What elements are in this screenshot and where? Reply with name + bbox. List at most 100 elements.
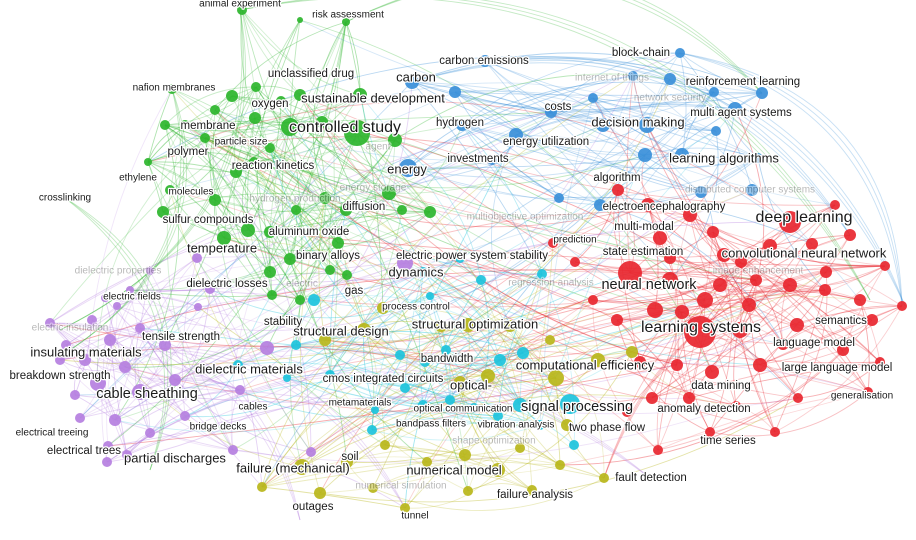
- node[interactable]: [753, 153, 763, 163]
- node[interactable]: [332, 237, 344, 249]
- term-label-t37[interactable]: algorithm: [592, 171, 642, 186]
- term-label-t40[interactable]: multi-modal: [613, 220, 675, 235]
- term-label-t13[interactable]: molecules: [167, 185, 215, 199]
- term-label-t64[interactable]: breakdown strength: [8, 369, 112, 384]
- node[interactable]: [459, 449, 471, 461]
- node[interactable]: [476, 275, 486, 285]
- node[interactable]: [675, 148, 689, 162]
- node[interactable]: [228, 445, 238, 455]
- term-label-t14[interactable]: crosslinking: [38, 191, 93, 205]
- term-label-t87[interactable]: soil: [340, 450, 360, 465]
- node[interactable]: [226, 90, 238, 102]
- node[interactable]: [341, 456, 353, 468]
- node[interactable]: [424, 206, 436, 218]
- term-label-t56[interactable]: dielectric properties: [73, 264, 162, 278]
- term-label-t69[interactable]: electrical trees: [46, 444, 123, 459]
- node[interactable]: [405, 75, 419, 89]
- node[interactable]: [180, 120, 190, 130]
- node[interactable]: [770, 427, 780, 437]
- node[interactable]: [257, 482, 267, 492]
- term-label-t75[interactable]: cmos integrated circuits: [321, 372, 445, 387]
- term-label-t68[interactable]: electrical treeing: [14, 426, 89, 440]
- term-label-t47[interactable]: semantics: [814, 314, 869, 329]
- term-label-t82[interactable]: structural optimization: [411, 315, 540, 333]
- term-label-t73[interactable]: stability: [263, 315, 304, 330]
- node[interactable]: [284, 253, 296, 265]
- node[interactable]: [664, 252, 676, 264]
- term-label-t42[interactable]: state estimation: [601, 245, 684, 260]
- term-label-t88[interactable]: failure (mechanical): [235, 459, 351, 477]
- node[interactable]: [793, 393, 803, 403]
- node[interactable]: [875, 357, 885, 367]
- node[interactable]: [638, 148, 652, 162]
- node[interactable]: [742, 298, 756, 312]
- term-label-t26[interactable]: reinforcement learning: [685, 75, 802, 90]
- node[interactable]: [61, 340, 71, 350]
- node[interactable]: [180, 411, 190, 421]
- node[interactable]: [618, 261, 642, 285]
- node[interactable]: [683, 392, 695, 404]
- node[interactable]: [731, 401, 741, 411]
- term-label-t36[interactable]: distributed computer systems: [684, 183, 817, 197]
- node[interactable]: [527, 485, 537, 495]
- node[interactable]: [101, 294, 109, 302]
- node[interactable]: [863, 387, 873, 397]
- node[interactable]: [126, 286, 134, 294]
- term-label-t48[interactable]: learning systems: [640, 318, 763, 338]
- node[interactable]: [230, 166, 242, 178]
- term-label-t53[interactable]: anomaly detection: [656, 402, 752, 417]
- node[interactable]: [368, 483, 378, 493]
- node[interactable]: [717, 248, 731, 262]
- term-label-t32[interactable]: energy utilization: [502, 135, 591, 150]
- term-label-t38[interactable]: electroencephalography: [601, 200, 727, 215]
- term-label-t08[interactable]: controlled study: [288, 118, 403, 138]
- node[interactable]: [210, 105, 220, 115]
- node[interactable]: [560, 394, 580, 414]
- term-label-t15[interactable]: hydrogen production: [248, 192, 342, 206]
- term-label-t02[interactable]: risk assessment: [311, 8, 385, 22]
- node[interactable]: [319, 192, 331, 204]
- node[interactable]: [294, 459, 310, 475]
- node[interactable]: [169, 374, 181, 386]
- term-label-t84[interactable]: optical-: [449, 376, 493, 394]
- node[interactable]: [104, 334, 116, 346]
- node[interactable]: [709, 87, 719, 97]
- node[interactable]: [545, 335, 555, 345]
- node[interactable]: [728, 102, 742, 116]
- node[interactable]: [79, 354, 91, 366]
- term-label-t79[interactable]: bandpass filters: [395, 417, 468, 431]
- node[interactable]: [109, 414, 121, 426]
- node[interactable]: [517, 347, 529, 359]
- node[interactable]: [209, 194, 221, 206]
- node[interactable]: [513, 398, 527, 412]
- node[interactable]: [441, 345, 451, 355]
- node[interactable]: [344, 120, 370, 146]
- term-label-t30[interactable]: hydrogen: [435, 116, 485, 131]
- node[interactable]: [646, 392, 658, 404]
- node[interactable]: [70, 390, 80, 400]
- term-label-t16[interactable]: energy storage: [338, 181, 408, 195]
- node[interactable]: [205, 284, 215, 294]
- node[interactable]: [515, 443, 525, 453]
- term-label-t44[interactable]: image enhancement: [711, 264, 804, 278]
- node[interactable]: [291, 340, 301, 350]
- node[interactable]: [569, 440, 579, 450]
- term-label-t39[interactable]: deep learning: [754, 208, 853, 228]
- term-label-t71[interactable]: electric power system stability: [395, 249, 550, 264]
- term-label-t58[interactable]: dielectric losses: [185, 277, 269, 292]
- node[interactable]: [561, 419, 573, 431]
- node[interactable]: [276, 96, 286, 106]
- node[interactable]: [192, 253, 202, 263]
- node[interactable]: [249, 112, 261, 124]
- node[interactable]: [750, 274, 762, 286]
- node[interactable]: [697, 292, 713, 308]
- node[interactable]: [382, 186, 396, 200]
- node[interactable]: [281, 118, 299, 136]
- node[interactable]: [367, 425, 377, 435]
- term-label-t45[interactable]: regression analysis: [507, 276, 595, 290]
- node[interactable]: [260, 341, 274, 355]
- node[interactable]: [340, 204, 352, 216]
- term-label-t81[interactable]: structural design: [292, 322, 390, 340]
- node[interactable]: [756, 87, 768, 99]
- term-label-t21[interactable]: binary alloys: [295, 249, 362, 264]
